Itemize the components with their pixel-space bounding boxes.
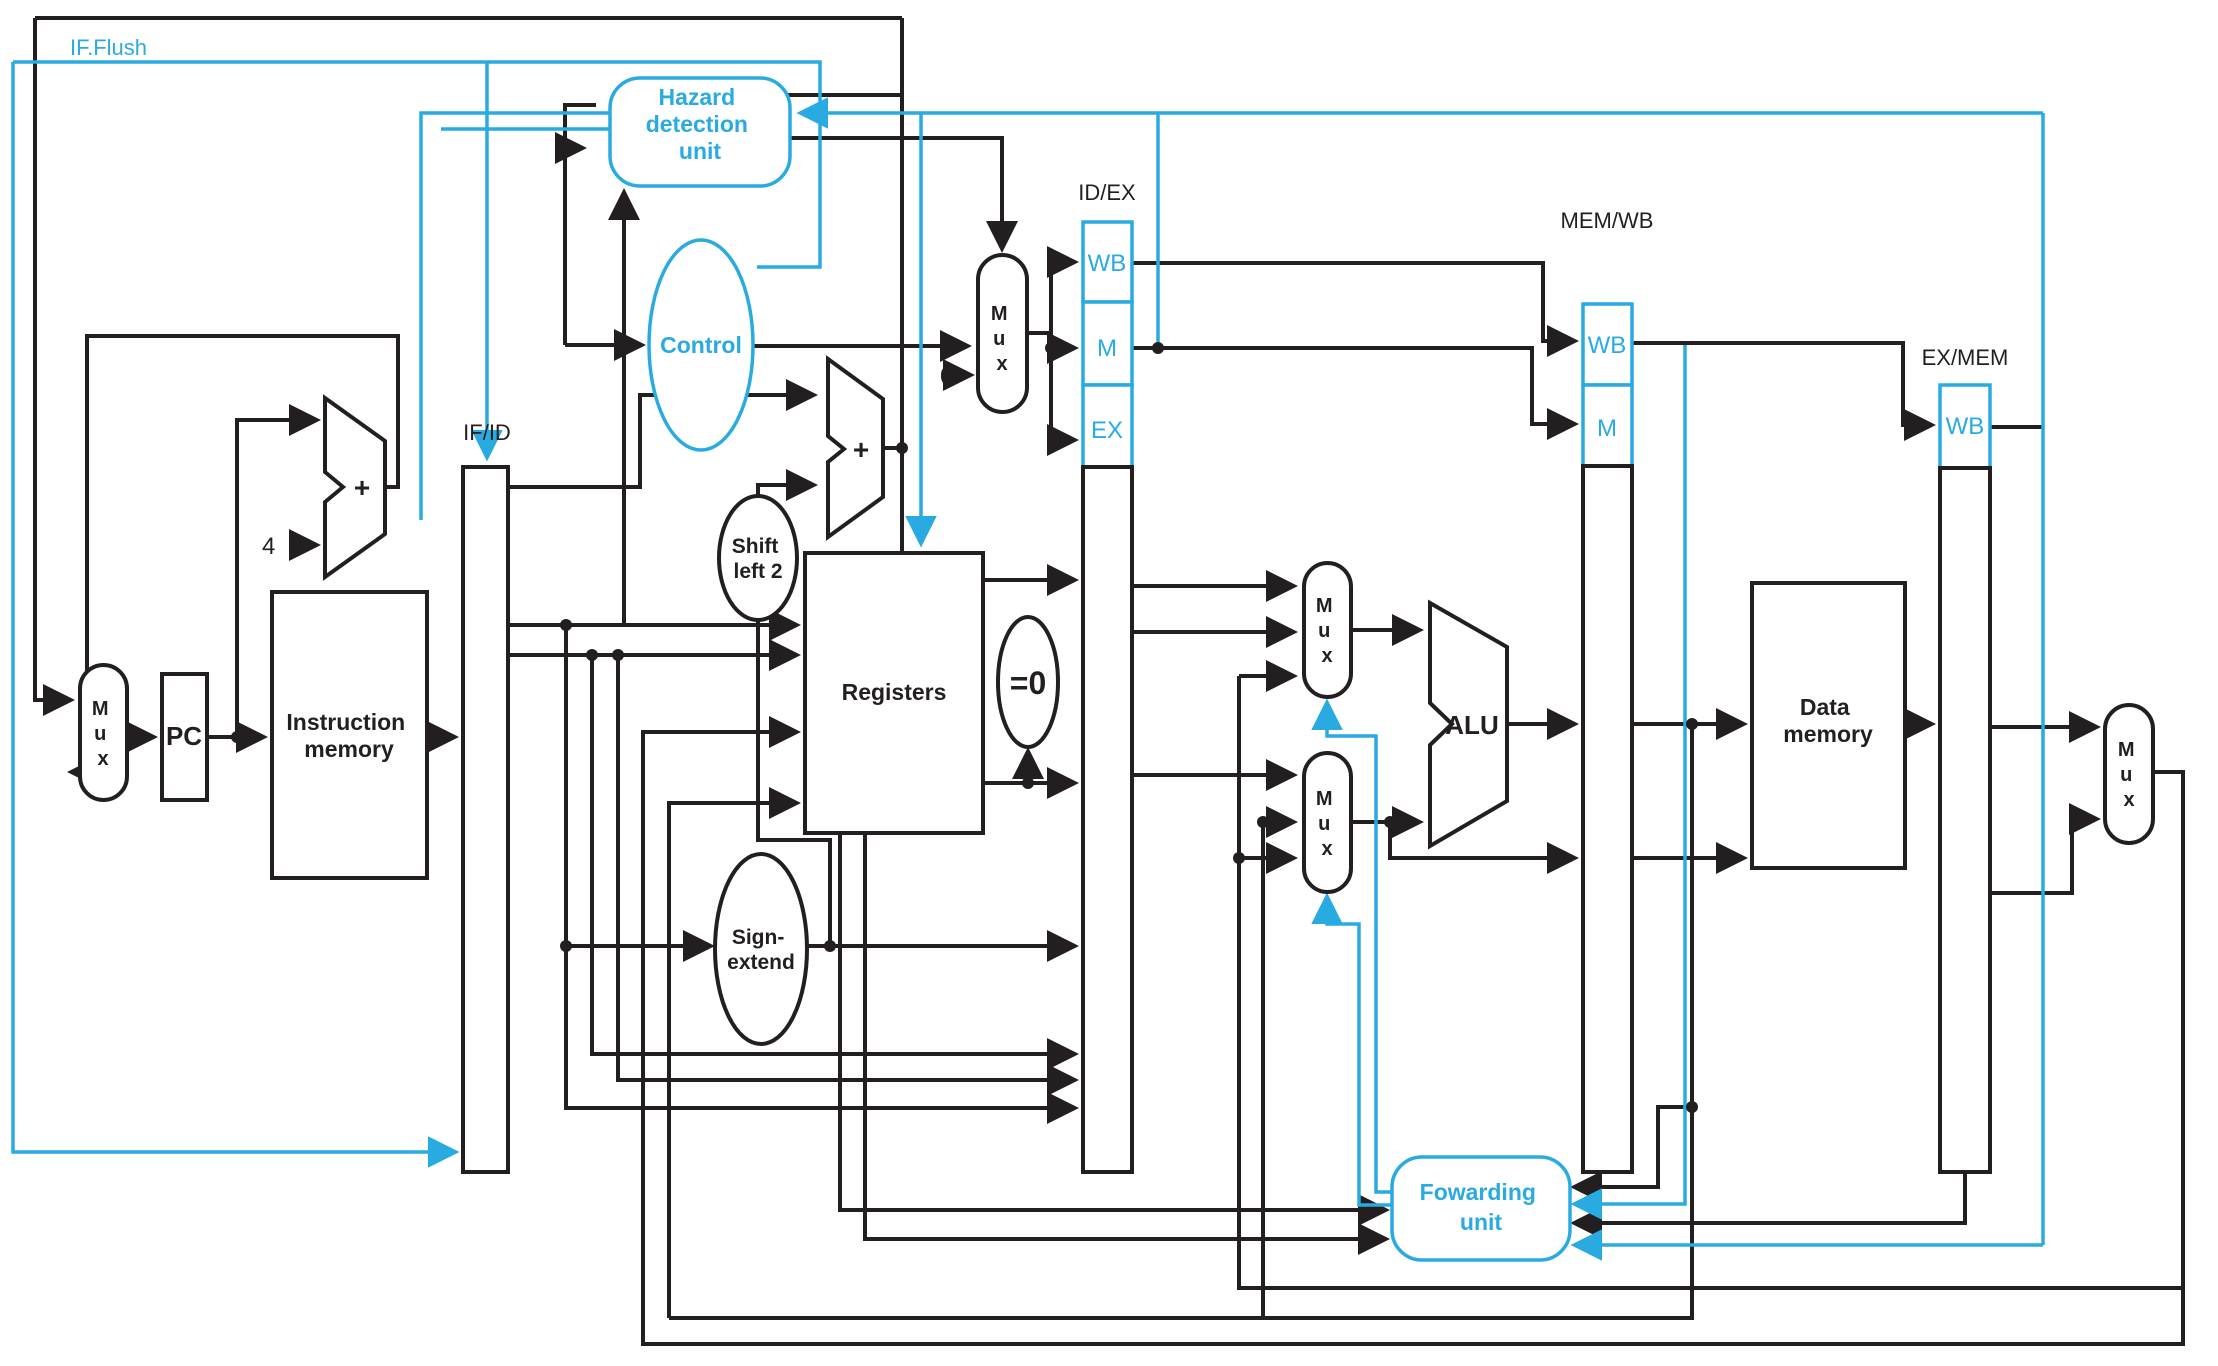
svg-text:M u x: M u x: [2118, 739, 2140, 811]
forwarding-line-1: Fowarding: [1420, 1179, 1536, 1205]
if-flush-label: IF.Flush: [70, 35, 147, 60]
mux-letter: x: [996, 353, 1007, 375]
pc-label: PC: [166, 721, 202, 751]
sign-extend-line-1: Sign-: [732, 926, 785, 949]
mem-wb-label: MEM/WB: [1561, 208, 1654, 233]
mux-letter: u: [94, 723, 106, 745]
pc-adder: +: [323, 394, 387, 581]
sign-extend-line-2: extend: [727, 951, 795, 974]
mux-letter: M: [1316, 788, 1333, 810]
mem-wb-register: MEM/WB WB M: [1561, 208, 1654, 1174]
instruction-memory-line-2: memory: [304, 736, 394, 762]
shift-left-line-2: left 2: [733, 560, 782, 583]
svg-text:M u x: M u x: [92, 698, 114, 770]
zero-detect-unit: =0: [996, 615, 1060, 749]
instruction-memory: Instruction memory: [270, 590, 429, 880]
mux-letter: u: [2120, 764, 2132, 786]
mux-letter: u: [993, 328, 1005, 350]
registers-unit: Registers: [803, 551, 985, 835]
data-memory: Data memory: [1750, 581, 1907, 870]
svg-text:Instruction memory: Instruction memory: [286, 709, 411, 762]
svg-text:Hazard detection u: Hazard detection unit: [646, 84, 755, 164]
mux-letter: M: [92, 698, 109, 720]
ex-mem-label: EX/MEM: [1922, 345, 2009, 370]
data-memory-line-1: Data: [1800, 694, 1850, 720]
mux-letter: x: [97, 748, 108, 770]
ex-mem-stage-wb: WB: [1946, 413, 1985, 440]
mux-letter: u: [1318, 620, 1330, 642]
svg-text:Shift left 2: Shift left 2: [732, 535, 785, 583]
shift-left-line-1: Shift: [732, 535, 779, 558]
svg-text:M u x: M u x: [1316, 788, 1338, 860]
forwarding-line-2: unit: [1460, 1209, 1502, 1235]
id-ex-register: ID/EX WB M EX: [1078, 180, 1136, 1174]
id-ex-stage-m: M: [1097, 335, 1117, 362]
zero-detect-label: =0: [1010, 665, 1046, 701]
hazard-detection-unit: Hazard detection unit: [608, 76, 792, 188]
writeback-mux: M u x: [2103, 703, 2155, 845]
four-constant: 4: [262, 533, 275, 560]
control-flush-mux: M u x: [976, 253, 1029, 414]
hazard-line-1: Hazard: [658, 84, 735, 110]
pc-source-mux: M u x: [78, 663, 129, 802]
alu-unit: ALU: [1428, 599, 1509, 850]
id-ex-label: ID/EX: [1078, 180, 1136, 205]
registers-label: Registers: [842, 679, 947, 705]
data-memory-line-2: memory: [1783, 721, 1873, 747]
hazard-line-2: detection: [646, 111, 748, 137]
mem-wb-stage-m: M: [1597, 415, 1617, 442]
mux-letter: M: [991, 303, 1008, 325]
forwarding-unit: Fowarding unit: [1390, 1155, 1572, 1262]
mux-letter: x: [1321, 645, 1332, 667]
branch-adder-plus: +: [853, 434, 869, 465]
hazard-line-3: unit: [679, 138, 721, 164]
alu-operand-a-mux: M u x: [1302, 561, 1353, 699]
pc-register: PC: [160, 672, 209, 802]
mux-letter: M: [2118, 739, 2135, 761]
zero-constant: 0: [940, 363, 953, 390]
svg-text:Data memory: Data memory: [1783, 694, 1873, 747]
mem-wb-stage-wb: WB: [1588, 332, 1627, 359]
mux-letter: M: [1316, 595, 1333, 617]
sign-extend-unit: Sign- extend: [713, 852, 809, 1046]
branch-adder: +: [826, 355, 885, 541]
instruction-memory-line-1: Instruction: [286, 709, 405, 735]
alu-operand-b-mux: M u x: [1302, 751, 1353, 894]
control-label: Control: [660, 332, 742, 358]
pc-adder-plus: +: [354, 472, 370, 503]
svg-text:M u x: M u x: [991, 303, 1013, 375]
if-id-register: IF/ID: [461, 420, 511, 1174]
alu-label: ALU: [1445, 710, 1498, 740]
mux-letter: x: [2123, 789, 2134, 811]
black-wires: [33, 16, 2185, 1346]
svg-text:M u x: M u x: [1316, 595, 1338, 667]
junction-dots: [231, 342, 1698, 1113]
id-ex-stage-ex: EX: [1091, 417, 1123, 444]
shift-left-2-unit: Shift left 2: [717, 494, 799, 622]
ex-mem-register: EX/MEM WB: [1922, 345, 2009, 1174]
control-unit: Control: [647, 238, 755, 452]
mux-letter: u: [1318, 813, 1330, 835]
if-id-label: IF/ID: [463, 420, 511, 445]
id-ex-stage-wb: WB: [1088, 250, 1127, 277]
mux-letter: x: [1321, 838, 1332, 860]
svg-text:Fowarding unit: Fowarding unit: [1420, 1179, 1543, 1235]
svg-text:Sign- extend: Sign- extend: [727, 926, 795, 974]
control-wires: [11, 60, 2045, 1261]
